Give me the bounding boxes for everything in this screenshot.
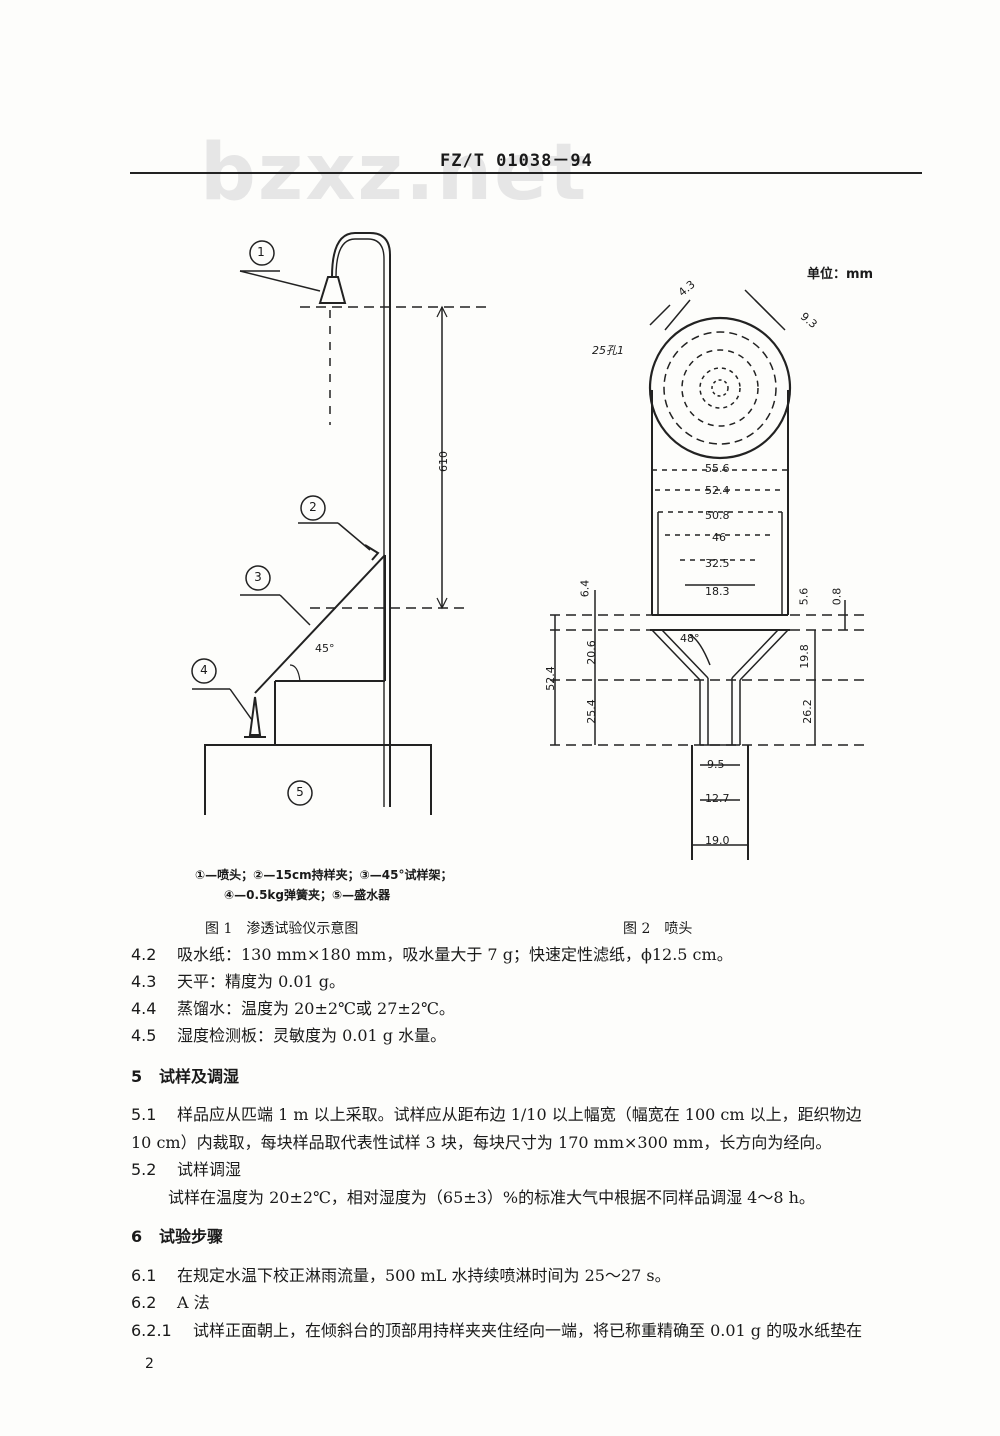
dim-5-6: 5.6 [797, 587, 811, 606]
width-55-6: 55.6 [705, 462, 730, 475]
dim-12-7: 12.7 [705, 792, 730, 805]
figure-1-caption: 图 1 渗透试验仪示意图 [205, 921, 359, 937]
width-52-4: 52.4 [705, 484, 730, 497]
angle-45: 45° [315, 642, 335, 655]
width-18-3: 18.3 [705, 585, 730, 598]
figure-2-shower-head [550, 289, 870, 860]
figure-2-caption: 图 2 喷头 [623, 921, 693, 937]
dim-9-5: 9.5 [707, 758, 725, 771]
callout-1: 1 [257, 245, 265, 259]
dim-0-8: 0.8 [830, 587, 844, 606]
dim-20-6: 20.6 [584, 640, 598, 665]
figure-1-legend-line-2: ④—0.5kg弹簧夹；⑤—盛水器 [224, 888, 391, 902]
dimension-610: 610 [437, 451, 450, 472]
standard-code: FZ/T 01038－94 [440, 151, 593, 171]
width-32-5: 32.5 [705, 557, 730, 570]
water-pipe [331, 232, 391, 807]
callout-3: 3 [254, 570, 262, 584]
callout-4: 4 [200, 663, 208, 677]
page-number: 2 [145, 1356, 154, 1372]
holes-label: 25孔1 [592, 344, 624, 357]
dim-6-4: 6.4 [578, 579, 592, 598]
clause-5-1-continued: 10 cm）内裁取，每块样品取代表性试样 3 块，每块尺寸为 170 mm×30… [131, 1133, 832, 1152]
dim-19-8: 19.8 [797, 644, 811, 669]
figure-1-legend-line-1: ①—喷头；②—15cm持样夹；③—45°试样架； [195, 868, 453, 882]
shower-head-shape [318, 276, 347, 304]
callout-2: 2 [309, 500, 317, 514]
angle-48: 48° [680, 632, 700, 645]
callout-5: 5 [296, 785, 304, 799]
dim-25-4: 25.4 [584, 699, 598, 724]
width-46: 46 [712, 531, 726, 544]
dim-26-2: 26.2 [800, 699, 814, 724]
width-50-8: 50.8 [705, 509, 730, 522]
clause-5-2-body: 试样在温度为 20±2℃，相对湿度为（65±3）%的标准大气中根据不同样品调湿 … [168, 1188, 815, 1207]
unit-label: 单位：mm [807, 267, 874, 282]
header-rule [130, 172, 922, 174]
dim-52-4: 52.4 [543, 666, 557, 691]
figure-1-apparatus [191, 232, 490, 815]
dim-19-0: 19.0 [705, 834, 730, 847]
